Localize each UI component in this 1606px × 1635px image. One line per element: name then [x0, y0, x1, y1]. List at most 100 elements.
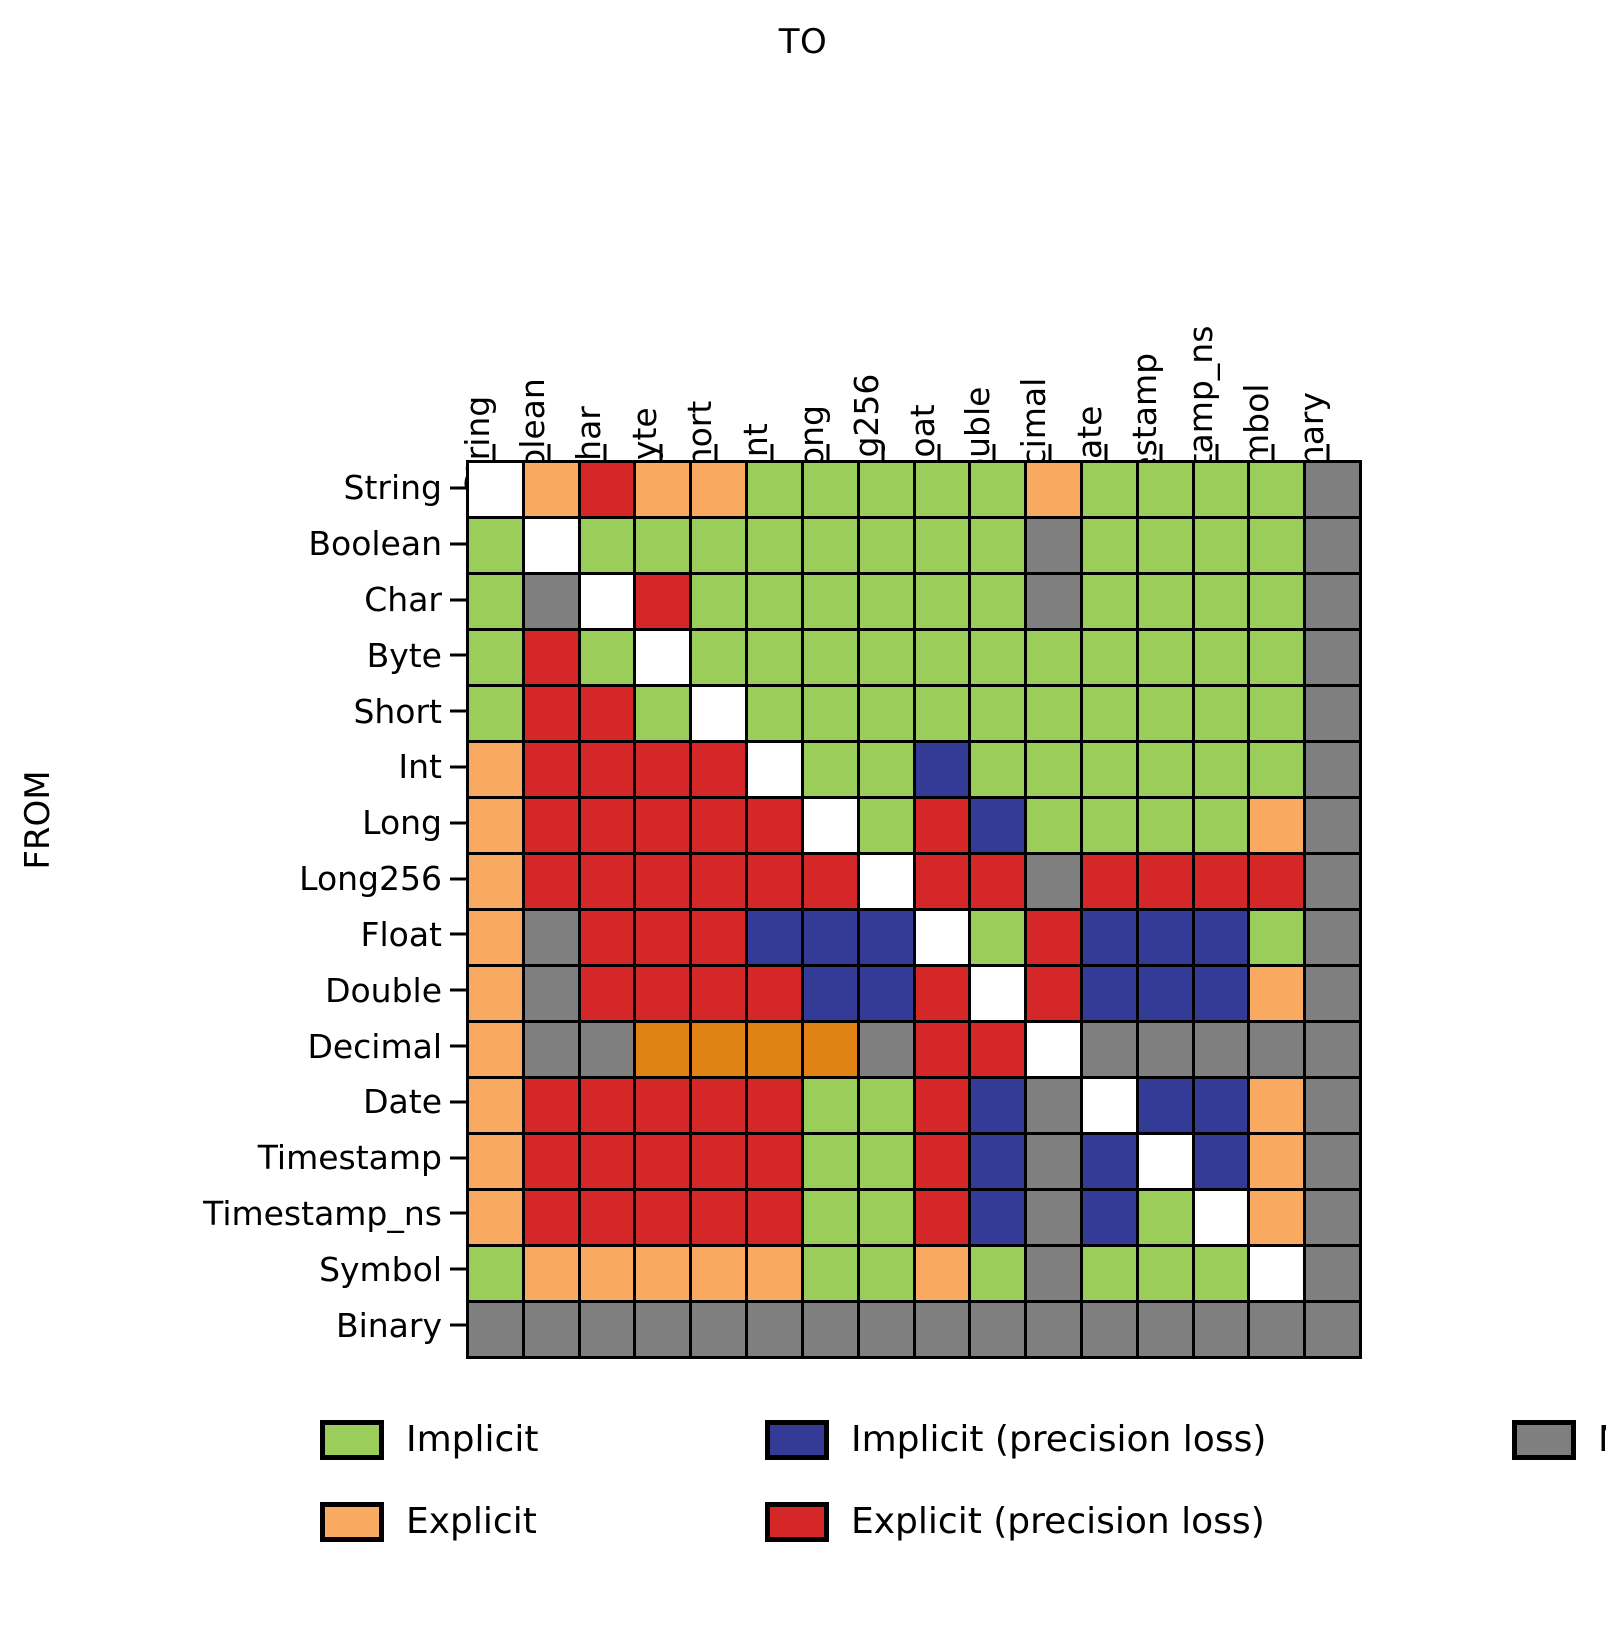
heatmap-cell-long-to-int [748, 799, 801, 852]
heatmap-cell-int-to-int [748, 743, 801, 796]
column-label-binary: Binary [1292, 140, 1356, 498]
legend-label-explicit-precision-loss: Explicit (precision loss) [851, 1501, 1265, 1542]
heatmap-cell-date-to-boolean [524, 1079, 578, 1132]
heatmap-cell-timestamp-to-timestamp_ns [1194, 1135, 1248, 1188]
heatmap-cell-boolean-to-binary [1306, 519, 1359, 572]
axis-tick-mark [450, 1323, 466, 1327]
heatmap-cell-timestamp-to-string [469, 1135, 522, 1188]
heatmap-cell-timestamp-to-decimal [1027, 1135, 1080, 1188]
heatmap-cell-byte-to-string [469, 631, 522, 684]
heatmap-cell-symbol-to-string [469, 1247, 522, 1300]
heatmap-cell-binary-to-timestamp_ns [1194, 1303, 1248, 1356]
heatmap-cell-short-to-double [971, 687, 1025, 740]
heatmap-cell-timestamp_ns-to-byte [636, 1191, 690, 1244]
heatmap-cell-int-to-short [692, 743, 746, 796]
heatmap-cell-long256-to-string [469, 855, 522, 908]
column-label-short: Short [680, 140, 745, 490]
heatmap-cell-int-to-decimal [1027, 743, 1080, 796]
heatmap-cell-decimal-to-int [748, 1023, 801, 1076]
heatmap-cell-binary-to-double [971, 1303, 1025, 1356]
heatmap-cell-short-to-string [469, 687, 522, 740]
heatmap-cell-binary-to-float [915, 1303, 969, 1356]
heatmap-cell-binary-to-date [1082, 1303, 1136, 1356]
heatmap-cell-float-to-string [469, 911, 522, 964]
heatmap-cell-binary-to-boolean [524, 1303, 578, 1356]
row-label-short: Short [353, 691, 442, 731]
legend-label-implicit: Implicit [406, 1419, 539, 1460]
heatmap-cell-int-to-date [1082, 743, 1136, 796]
heatmap-cell-short-to-timestamp_ns [1194, 687, 1248, 740]
heatmap-cell-boolean-to-boolean [524, 519, 578, 572]
heatmap-cell-boolean-to-short [692, 519, 746, 572]
axis-tick-mark [937, 444, 941, 460]
axis-tick-mark [450, 1044, 466, 1048]
legend-item-explicit-precision-loss: Explicit (precision loss) [765, 1502, 1265, 1542]
column-label-decimal: Decimal [1014, 140, 1078, 513]
heatmap-cell-date-to-double [971, 1079, 1025, 1132]
legend-label-na: N/A [1598, 1422, 1606, 1458]
axis-tick [450, 683, 466, 739]
axis-tick [689, 444, 745, 460]
heatmap-cell-symbol-to-timestamp_ns [1194, 1247, 1248, 1300]
heatmap-cell-double-to-double [971, 967, 1025, 1020]
heatmap-cell-byte-to-int [748, 631, 801, 684]
heatmap-cell-float-to-binary [1306, 911, 1359, 964]
heatmap-cell-timestamp-to-long [803, 1135, 857, 1188]
heatmap-cell-int-to-symbol [1250, 743, 1304, 796]
heatmap-grid [466, 460, 1362, 1359]
axis-tick [744, 444, 800, 460]
axis-tick [911, 444, 967, 460]
heatmap-cell-decimal-to-short [692, 1023, 746, 1076]
axis-tick-mark [450, 653, 466, 657]
axis-tick [450, 851, 466, 907]
axis-tick [450, 1241, 466, 1297]
heatmap-cell-boolean-to-double [971, 519, 1025, 572]
heatmap-cell-double-to-timestamp [1138, 967, 1192, 1020]
heatmap-cell-char-to-binary [1306, 575, 1359, 628]
heatmap-cell-date-to-timestamp_ns [1194, 1079, 1248, 1132]
axis-tick-mark [450, 821, 466, 825]
axis-tick-mark [450, 709, 466, 713]
heatmap-cell-long-to-timestamp [1138, 799, 1192, 852]
heatmap-cell-timestamp_ns-to-date [1082, 1191, 1136, 1244]
heatmap-cell-float-to-int [748, 911, 801, 964]
heatmap-cell-binary-to-long [803, 1303, 857, 1356]
heatmap-cell-double-to-short [692, 967, 746, 1020]
heatmap-cell-decimal-to-byte [636, 1023, 690, 1076]
heatmap-cell-char-to-double [971, 575, 1025, 628]
heatmap-cell-long-to-symbol [1250, 799, 1304, 852]
axis-tick-mark [770, 444, 774, 460]
heatmap-cell-byte-to-char [580, 631, 634, 684]
heatmap-cell-short-to-int [748, 687, 801, 740]
heatmap-cell-symbol-to-timestamp [1138, 1247, 1192, 1300]
axis-tick [450, 572, 466, 628]
heatmap-cell-double-to-string [469, 967, 522, 1020]
heatmap-cell-double-to-timestamp_ns [1194, 967, 1248, 1020]
heatmap-cell-char-to-long [803, 575, 857, 628]
heatmap-cell-float-to-short [692, 911, 746, 964]
axis-tick [1245, 444, 1301, 460]
heatmap-cell-byte-to-long256 [859, 631, 913, 684]
heatmap-cell-short-to-binary [1306, 687, 1359, 740]
heatmap-cell-timestamp-to-timestamp [1138, 1135, 1192, 1188]
heatmap-cell-short-to-byte [636, 687, 690, 740]
heatmap-cell-boolean-to-date [1082, 519, 1136, 572]
heatmap-cell-float-to-boolean [524, 911, 578, 964]
heatmap-cell-long256-to-float [915, 855, 969, 908]
heatmap-cell-short-to-decimal [1027, 687, 1080, 740]
heatmap-cell-int-to-string [469, 743, 522, 796]
row-label-boolean: Boolean [308, 524, 442, 564]
heatmap-cell-timestamp_ns-to-char [580, 1191, 634, 1244]
heatmap-cell-symbol-to-char [580, 1247, 634, 1300]
heatmap-cell-double-to-symbol [1250, 967, 1304, 1020]
heatmap-cell-string-to-date [1082, 463, 1136, 516]
heatmap-cell-timestamp_ns-to-timestamp_ns [1194, 1191, 1248, 1244]
heatmap-cell-short-to-boolean [524, 687, 578, 740]
heatmap-cell-date-to-byte [636, 1079, 690, 1132]
heatmap-cell-boolean-to-long256 [859, 519, 913, 572]
legend-item-implicit-precision-loss: Implicit (precision loss) [765, 1420, 1266, 1460]
row-label-decimal: Decimal [307, 1026, 442, 1066]
row-label-long256: Long256 [299, 859, 442, 899]
